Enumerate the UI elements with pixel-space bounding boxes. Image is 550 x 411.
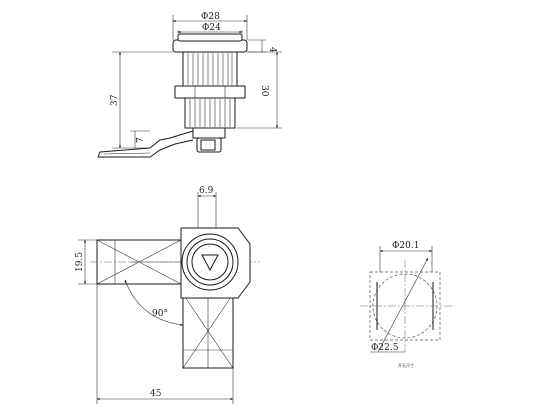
dim-angle-90: 90° xyxy=(152,309,168,319)
panel-cutout-view: Φ20.1 Φ22.5 开孔尺寸 xyxy=(360,241,455,368)
dim-h7: 7 xyxy=(136,137,146,143)
dim-h4: 4 xyxy=(267,47,277,53)
dim-h19-5: 19.5 xyxy=(75,252,85,272)
dim-d28: Φ28 xyxy=(201,12,220,22)
dim-d20-1: Φ20.1 xyxy=(392,241,419,251)
dim-h30: 30 xyxy=(259,85,269,97)
cutout-note: 开孔尺寸 xyxy=(398,362,414,368)
dim-d24: Φ24 xyxy=(202,23,221,33)
dim-d22-5: Φ22.5 xyxy=(371,343,399,353)
side-view: Φ28 Φ24 4 30 37 7 xyxy=(97,12,282,158)
dim-h37: 37 xyxy=(110,94,120,106)
dim-w45: 45 xyxy=(150,389,162,399)
front-view: 6.9 19.5 90° 45 xyxy=(75,186,260,404)
dim-w6-9: 6.9 xyxy=(199,186,214,196)
